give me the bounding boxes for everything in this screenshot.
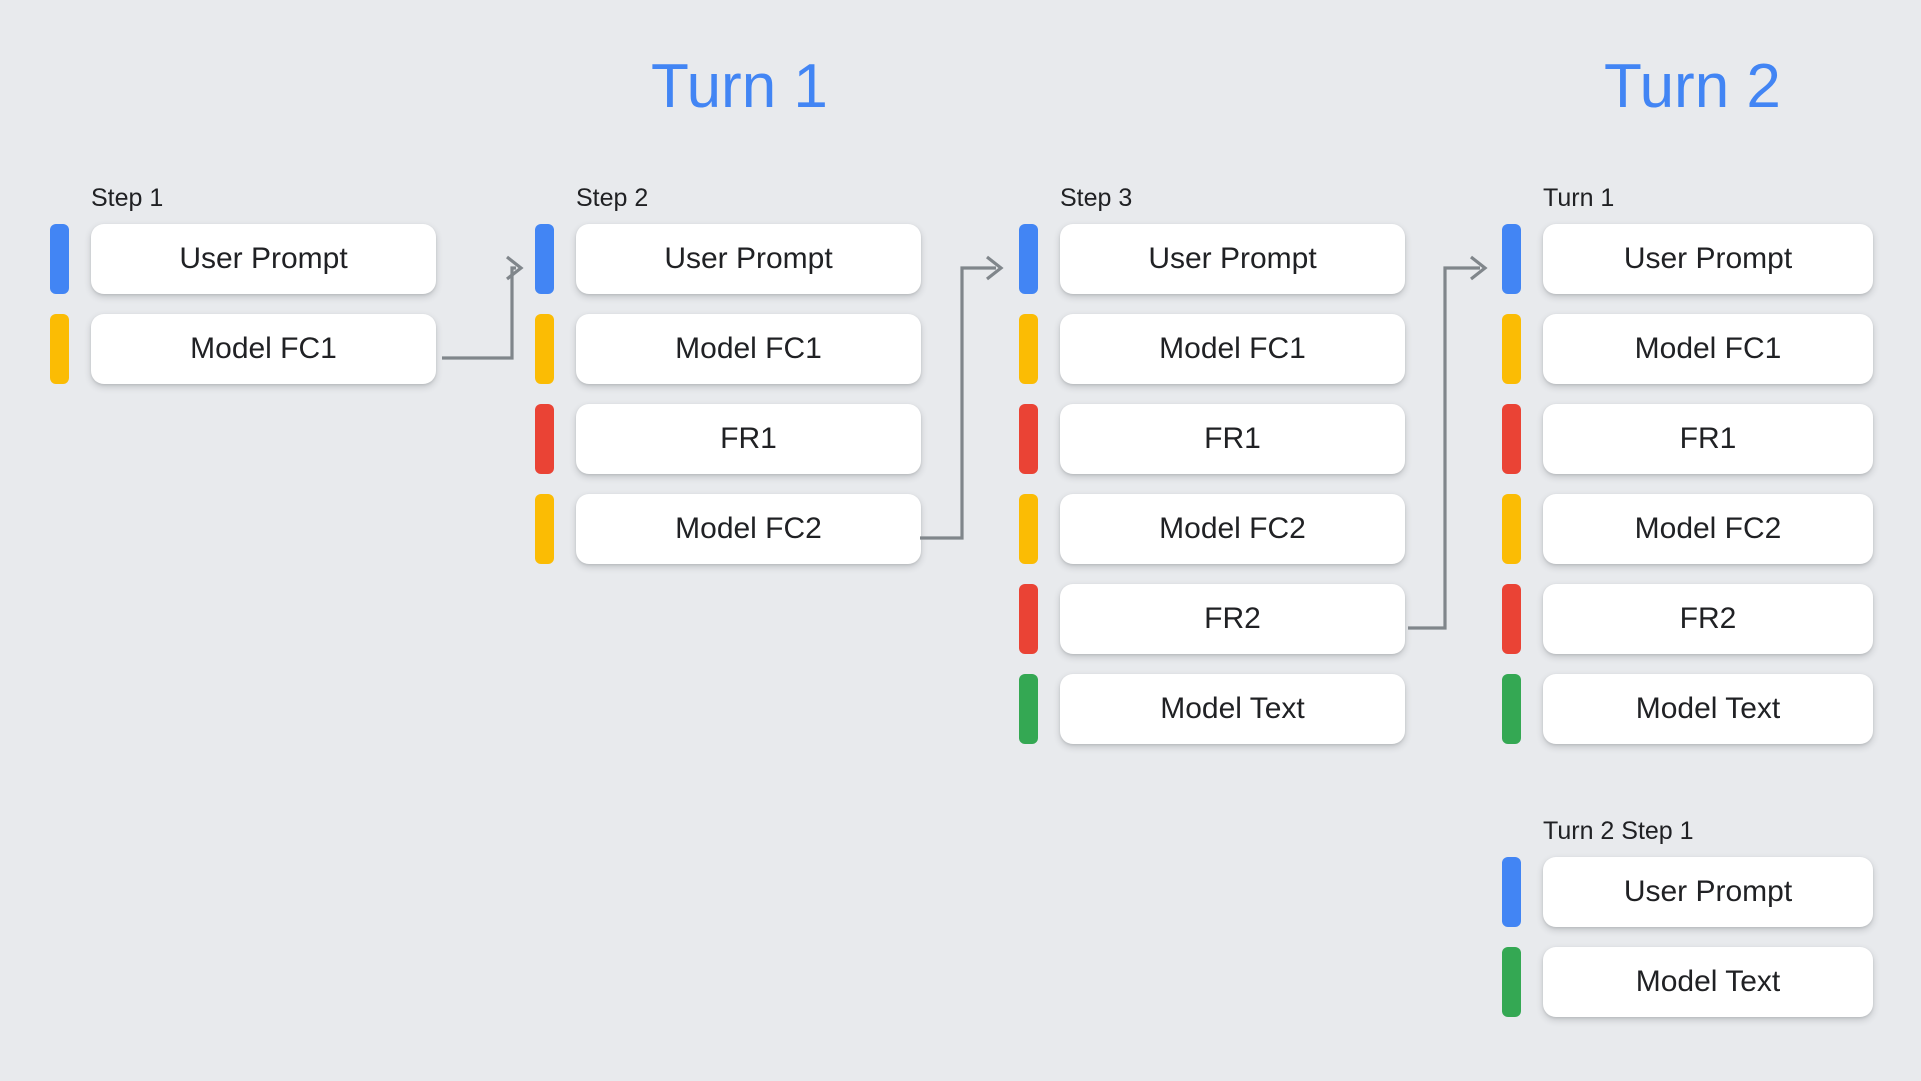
row-model-text[interactable]: Model Text: [1019, 674, 1405, 744]
card-label: FR2: [1204, 602, 1261, 635]
row-model-fc2[interactable]: Model FC2: [1019, 494, 1405, 564]
status-bar-red: [1502, 404, 1521, 474]
column-label-turn-1: Turn 1: [1543, 184, 1615, 212]
connector-step3-to-turn1: [1408, 255, 1488, 630]
turn-2-heading: Turn 2: [1604, 52, 1781, 121]
row-model-fc2[interactable]: Model FC2: [535, 494, 921, 564]
status-bar-yellow: [535, 494, 554, 564]
row-fr1[interactable]: FR1: [1019, 404, 1405, 474]
row-fr1[interactable]: FR1: [1502, 404, 1873, 474]
row-model-fc1[interactable]: Model FC1: [50, 314, 436, 384]
card-user-prompt[interactable]: User Prompt: [91, 224, 436, 294]
row-fr2[interactable]: FR2: [1502, 584, 1873, 654]
status-bar-yellow: [1019, 494, 1038, 564]
connector-step2-to-step3: [920, 255, 1004, 540]
card-label: FR1: [1679, 422, 1737, 455]
card-fr1[interactable]: FR1: [576, 404, 921, 474]
status-bar-yellow: [50, 314, 69, 384]
row-user-prompt[interactable]: User Prompt: [1502, 224, 1873, 294]
card-label: User Prompt: [1148, 242, 1317, 275]
card-fr1[interactable]: FR1: [1060, 404, 1405, 474]
card-user-prompt[interactable]: User Prompt: [576, 224, 921, 294]
card-label: User Prompt: [179, 242, 348, 275]
card-user-prompt[interactable]: User Prompt: [1060, 224, 1405, 294]
column-rows-step-1: User Prompt Model FC1: [50, 224, 436, 384]
card-label: FR1: [720, 422, 777, 455]
card-fr1[interactable]: FR1: [1543, 404, 1873, 474]
row-fr2[interactable]: FR2: [1019, 584, 1405, 654]
card-label: Model FC2: [1634, 512, 1782, 545]
card-model-fc1[interactable]: Model FC1: [91, 314, 436, 384]
column-label-turn-2-step-1: Turn 2 Step 1: [1543, 817, 1694, 845]
row-model-fc2[interactable]: Model FC2: [1502, 494, 1873, 564]
card-label: Model FC1: [190, 332, 337, 365]
card-model-fc2[interactable]: Model FC2: [1543, 494, 1873, 564]
card-fr2[interactable]: FR2: [1543, 584, 1873, 654]
status-bar-yellow: [535, 314, 554, 384]
column-rows-turn-2-step-1: User Prompt Model Text: [1502, 857, 1873, 1017]
status-bar-red: [1019, 584, 1038, 654]
column-rows-step-2: User Prompt Model FC1 FR1 Model FC2: [535, 224, 921, 564]
status-bar-green: [1019, 674, 1038, 744]
card-label: Model FC1: [1159, 332, 1306, 365]
card-model-text[interactable]: Model Text: [1060, 674, 1405, 744]
row-user-prompt[interactable]: User Prompt: [535, 224, 921, 294]
column-rows-turn-1-recap: User Prompt Model FC1 FR1 Model FC2: [1502, 224, 1873, 744]
card-label: Model Text: [1160, 692, 1305, 725]
row-model-text[interactable]: Model Text: [1502, 674, 1873, 744]
status-bar-green: [1502, 674, 1521, 744]
status-bar-blue: [535, 224, 554, 294]
row-model-fc1[interactable]: Model FC1: [535, 314, 921, 384]
status-bar-green: [1502, 947, 1521, 1017]
card-fr2[interactable]: FR2: [1060, 584, 1405, 654]
card-label: FR1: [1204, 422, 1261, 455]
card-label: FR2: [1679, 602, 1737, 635]
card-model-fc2[interactable]: Model FC2: [1060, 494, 1405, 564]
turn-1-heading: Turn 1: [651, 52, 828, 121]
card-model-fc1[interactable]: Model FC1: [1543, 314, 1873, 384]
card-model-text[interactable]: Model Text: [1543, 674, 1873, 744]
card-label: User Prompt: [664, 242, 833, 275]
status-bar-blue: [1502, 857, 1521, 927]
row-fr1[interactable]: FR1: [535, 404, 921, 474]
connector-step1-to-step2: [442, 255, 524, 360]
card-model-text[interactable]: Model Text: [1543, 947, 1873, 1017]
card-label: Model FC1: [1634, 332, 1782, 365]
status-bar-blue: [1019, 224, 1038, 294]
card-label: Model FC1: [675, 332, 822, 365]
row-user-prompt[interactable]: User Prompt: [1019, 224, 1405, 294]
card-label: User Prompt: [1623, 242, 1793, 275]
status-bar-red: [1019, 404, 1038, 474]
column-label-step-2: Step 2: [576, 184, 649, 212]
card-label: Model Text: [1635, 965, 1781, 998]
row-user-prompt[interactable]: User Prompt: [50, 224, 436, 294]
card-model-fc2[interactable]: Model FC2: [576, 494, 921, 564]
card-user-prompt[interactable]: User Prompt: [1543, 224, 1873, 294]
status-bar-yellow: [1019, 314, 1038, 384]
row-model-text[interactable]: Model Text: [1502, 947, 1873, 1017]
row-user-prompt[interactable]: User Prompt: [1502, 857, 1873, 927]
card-label: User Prompt: [1623, 875, 1793, 908]
column-rows-step-3: User Prompt Model FC1 FR1 Model FC2: [1019, 224, 1405, 744]
card-label: Model FC2: [675, 512, 822, 545]
status-bar-yellow: [1502, 314, 1521, 384]
row-model-fc1[interactable]: Model FC1: [1502, 314, 1873, 384]
card-user-prompt[interactable]: User Prompt: [1543, 857, 1873, 927]
card-model-fc1[interactable]: Model FC1: [576, 314, 921, 384]
status-bar-red: [1502, 584, 1521, 654]
status-bar-yellow: [1502, 494, 1521, 564]
card-label: Model Text: [1635, 692, 1781, 725]
status-bar-red: [535, 404, 554, 474]
card-label: Model FC2: [1159, 512, 1306, 545]
status-bar-blue: [50, 224, 69, 294]
card-model-fc1[interactable]: Model FC1: [1060, 314, 1405, 384]
column-label-step-1: Step 1: [91, 184, 164, 212]
status-bar-blue: [1502, 224, 1521, 294]
row-model-fc1[interactable]: Model FC1: [1019, 314, 1405, 384]
column-label-step-3: Step 3: [1060, 184, 1133, 212]
